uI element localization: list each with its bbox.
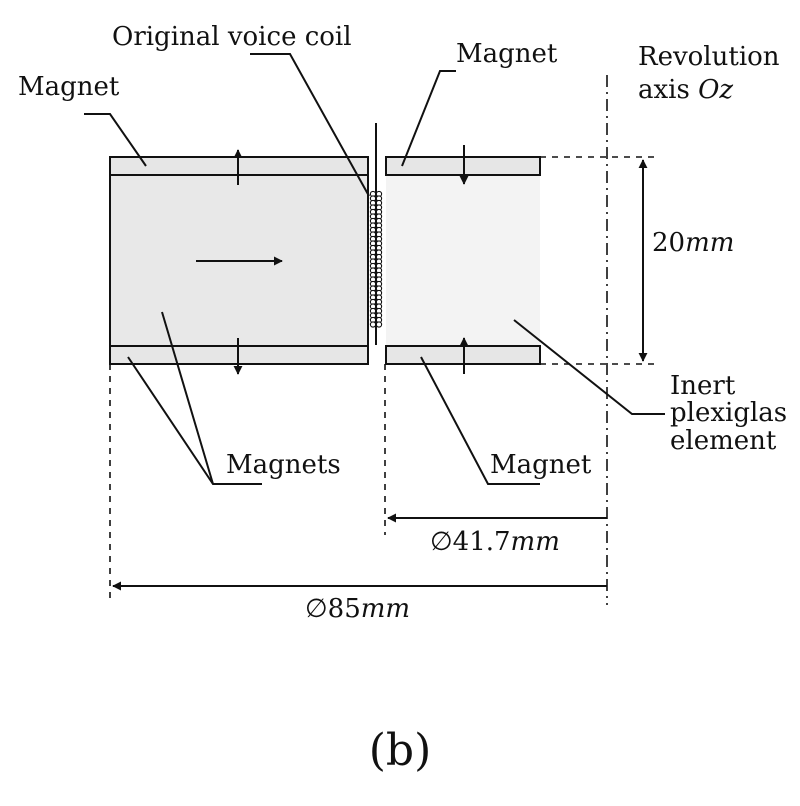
plexiglas-element <box>386 175 540 346</box>
figure-caption: (b) <box>369 725 432 776</box>
label-inert-line1: Inert <box>670 371 736 401</box>
leader-voice-coil <box>250 53 370 197</box>
leader-magnet-bottom-right <box>420 356 540 485</box>
label-magnets-bottom: Magnets <box>226 450 341 480</box>
label-magnet-top-right: Magnet <box>456 39 558 69</box>
label-magnet-top-left: Magnet <box>18 72 120 102</box>
label-axis-text: axis <box>638 75 698 105</box>
label-height: 20mm <box>652 228 734 258</box>
voice-coil <box>369 190 383 328</box>
label-magnet-bottom-right: Magnet <box>490 450 592 480</box>
label-inner-diameter-unit: mm <box>511 527 560 557</box>
label-voice-coil: Original voice coil <box>112 22 352 52</box>
coil-winding <box>369 321 377 328</box>
label-outer-diameter: ∅85mm <box>305 594 410 624</box>
label-inert-line2: plexiglas <box>670 398 787 428</box>
label-height-value: 20 <box>652 228 685 258</box>
label-axis-math: Oz <box>698 75 733 105</box>
leader-plexiglas <box>513 319 665 415</box>
label-inert-line3: element <box>670 426 777 456</box>
label-outer-diameter-value: ∅85 <box>305 594 361 624</box>
leader-magnets-b <box>161 311 214 485</box>
label-axis-line2: axis Oz <box>638 75 733 105</box>
coil-winding <box>375 321 383 328</box>
leader-magnet-top-left <box>84 113 147 167</box>
label-axis-line1: Revolution <box>638 42 780 72</box>
label-outer-diameter-unit: mm <box>361 594 410 624</box>
leader-magnet-top-right <box>401 70 456 167</box>
label-inner-diameter: ∅41.7mm <box>430 527 560 557</box>
label-inner-diameter-value: ∅41.7 <box>430 527 511 557</box>
label-height-unit: mm <box>685 228 734 258</box>
